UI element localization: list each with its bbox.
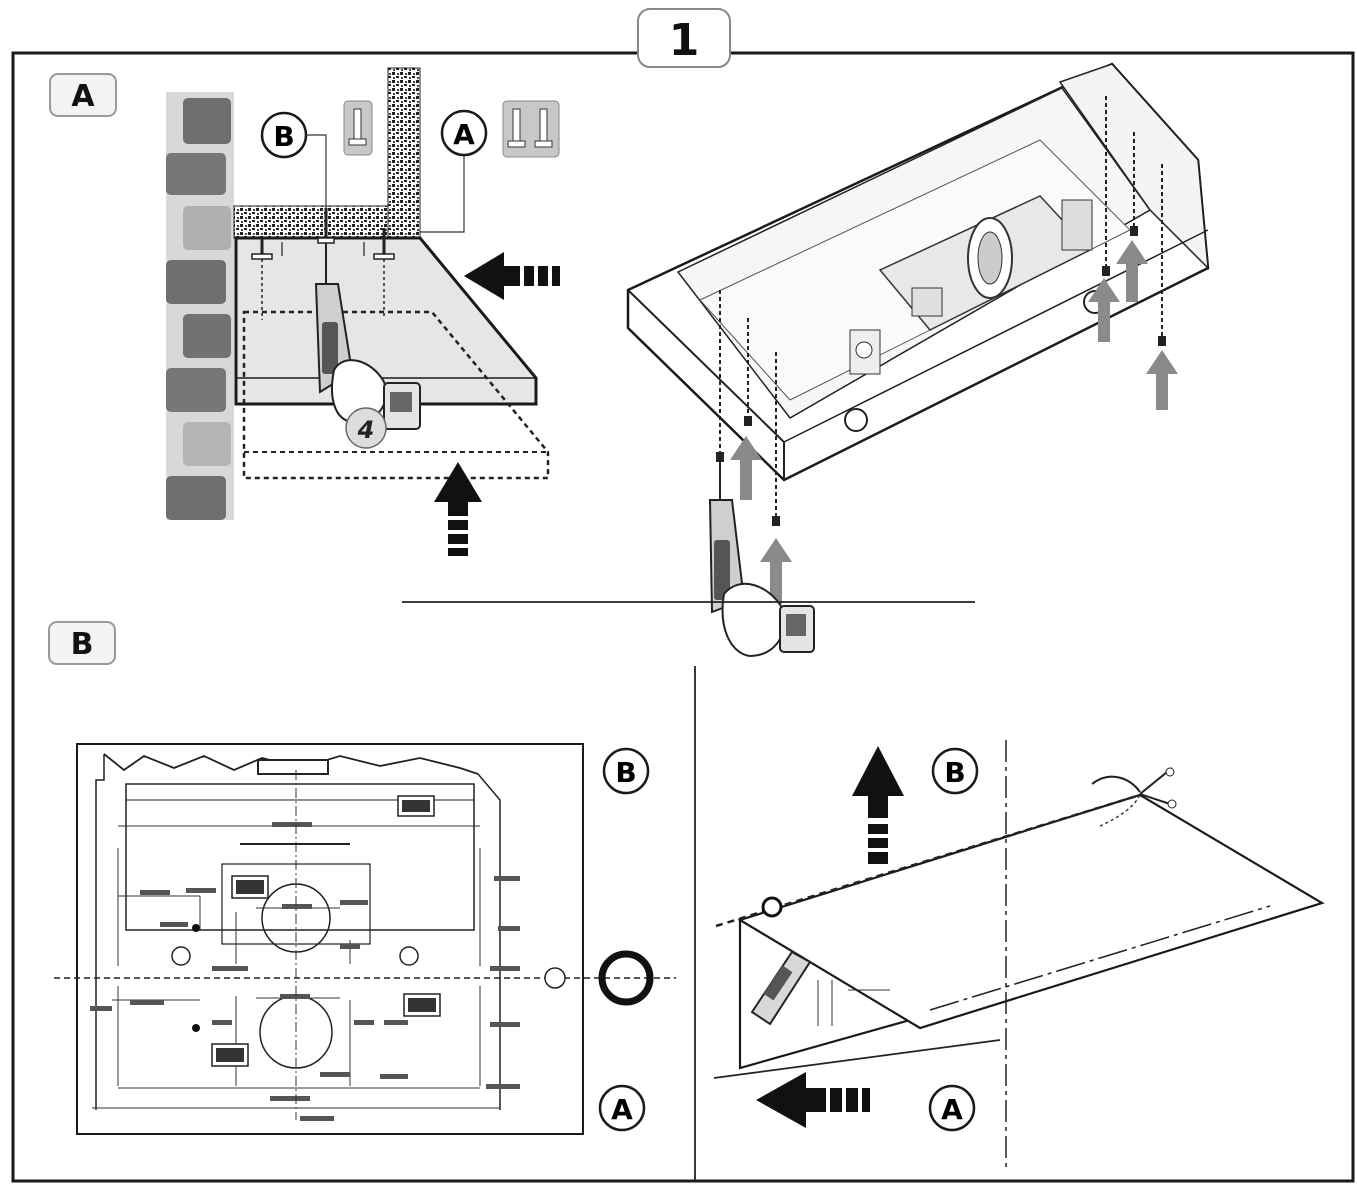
- svg-text:A: A: [941, 1093, 963, 1126]
- scissors-icon: [1091, 767, 1177, 827]
- left-arrow-icon: [756, 1072, 870, 1128]
- callout-b-template: B: [602, 747, 650, 795]
- hood-body: [234, 236, 538, 406]
- double-screw-icon: [502, 100, 560, 158]
- callout-a-wall: A: [420, 109, 488, 233]
- left-arrow-icon: [464, 252, 560, 300]
- template-placement-illustration: B A: [713, 740, 1325, 1168]
- step-number-box: 1: [637, 8, 731, 68]
- ceiling-line-b: [713, 1039, 1001, 1079]
- mounting-screws: [716, 226, 1166, 526]
- screw-icon: [343, 100, 373, 156]
- section-a-tag: A: [49, 73, 117, 117]
- hood-underside-illustration: [402, 62, 1210, 658]
- mounting-screw-lines: [719, 96, 1163, 520]
- svg-text:B: B: [273, 120, 294, 153]
- svg-text:B: B: [615, 756, 636, 789]
- section-b-tag: B: [48, 621, 116, 665]
- step-number: 1: [669, 15, 700, 66]
- hood-light-left: [844, 408, 868, 432]
- callout-a-placement: A: [928, 1084, 976, 1132]
- up-arrow-icon: [434, 462, 482, 556]
- template-top-edge-dashed: [715, 793, 1141, 928]
- svg-text:B: B: [944, 756, 965, 789]
- hood-lowered-outline: [242, 310, 550, 480]
- screw-a-left: [251, 238, 273, 320]
- gray-up-arrows: [730, 240, 1178, 604]
- brick-wall: [166, 92, 234, 520]
- svg-text:A: A: [453, 118, 475, 151]
- drill-icon: 4: [314, 243, 421, 449]
- drill-icon: [750, 950, 812, 1026]
- callout-b-placement: B: [931, 747, 979, 795]
- section-b-label: B: [71, 627, 94, 662]
- section-a-label: A: [71, 79, 95, 114]
- svg-text:A: A: [611, 1093, 633, 1126]
- screw-a-right: [373, 228, 395, 316]
- callout-a-template: A: [598, 1084, 646, 1132]
- wall-mount-illustration: B A 4: [166, 67, 560, 556]
- up-arrow-icon: [852, 746, 904, 864]
- cabinet-side: [387, 67, 421, 239]
- motor-assembly: [849, 195, 1093, 375]
- tool-setting-label: 4: [357, 416, 375, 444]
- mounting-template-drawing: B A: [54, 743, 676, 1135]
- ring-icon: [598, 950, 654, 1006]
- callout-b-wall: B: [260, 111, 327, 208]
- template-frame: [76, 743, 584, 1135]
